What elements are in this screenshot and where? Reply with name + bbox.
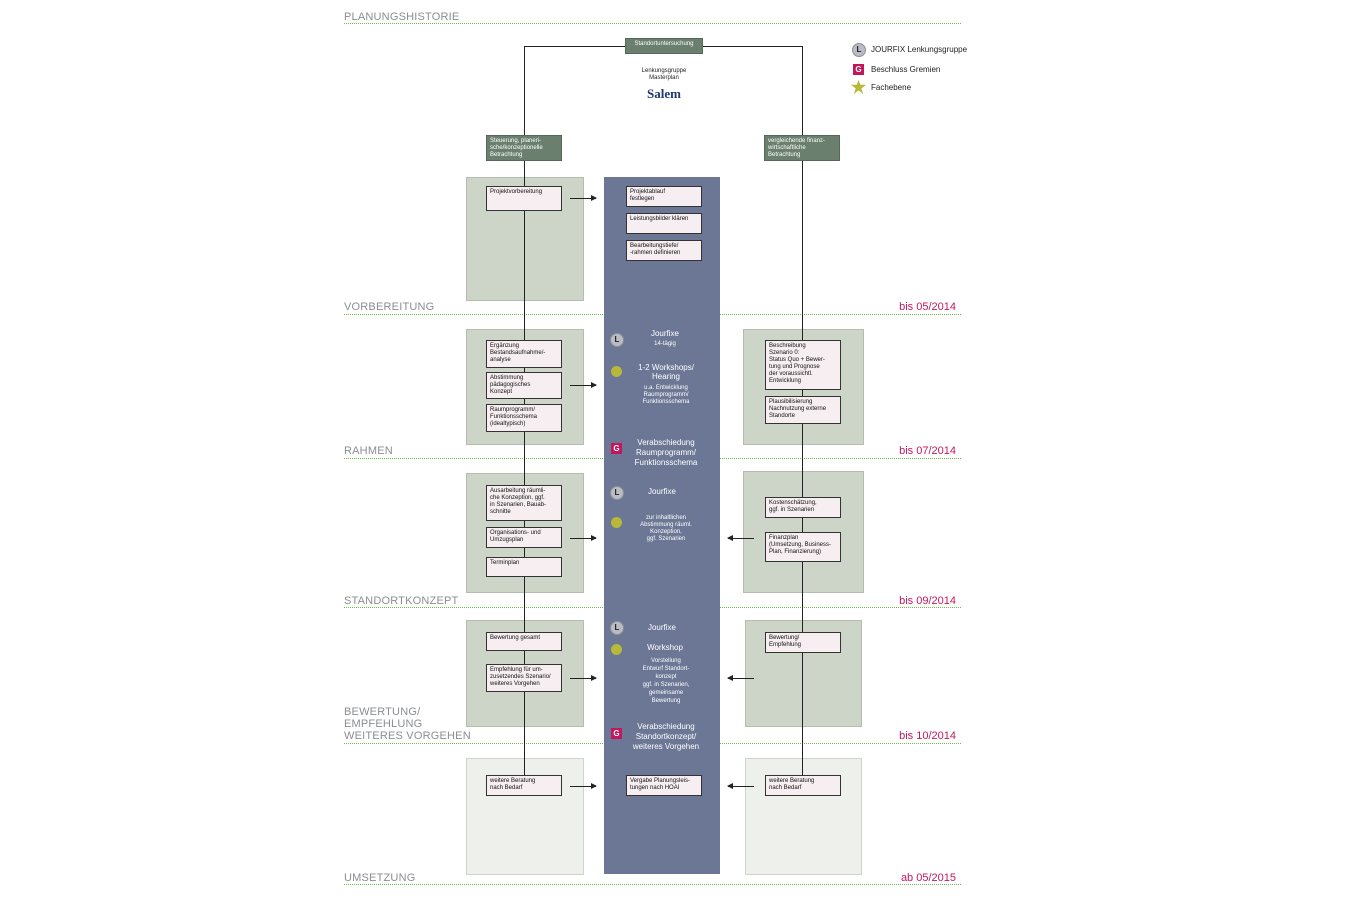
arrow-vorbereitung (570, 195, 597, 201)
salem-title: Salem (647, 86, 681, 101)
right-head-box: vergleichende finanz- wirtschaftliche Be… (764, 135, 840, 161)
jourfixe-l-icon-1: L (610, 333, 624, 347)
arrow-bewertung-right (727, 675, 754, 681)
legend-star-label: Fachebene (871, 83, 912, 92)
fachebene-dot-3 (611, 644, 622, 655)
left-box-umsetzung (466, 758, 584, 875)
box-projektvorbereitung: Projektvorbereitung (486, 186, 562, 211)
beschluss-g-icon-2: G (611, 728, 622, 739)
phase-standortkonzept: STANDORTKONZEPT (344, 595, 459, 607)
jourfixe-l-icon-2: L (610, 486, 624, 500)
legend-l-label: JOURFIX Lenkungsgruppe (871, 45, 968, 54)
vorstellung-entwurf: Vorstellung Entwurf Standort- konzept gg… (642, 658, 690, 704)
box-leistungsbilder: Leistungsbilder klären (626, 213, 702, 234)
left-top-line (524, 46, 525, 135)
phase-rahmen: RAHMEN (344, 445, 393, 457)
jourfixe-3-label: Jourfixe (647, 623, 676, 632)
box-ausarbeitung: Ausarbeitung räumli- che Konzeption, ggf… (486, 485, 562, 521)
date-bewertung: bis 10/2014 (899, 730, 956, 742)
jourfixe-1-sub: 14-tägig (654, 341, 676, 347)
workshop-label: Workshop (647, 643, 683, 652)
legend-g-label: Beschluss Gremien (871, 65, 941, 74)
phase-vorbereitung: VORBEREITUNG (344, 301, 435, 313)
workshops-sub: u.a. Entwicklung Raumprogramm/ Funktions… (642, 385, 690, 405)
right-top-line (802, 46, 803, 135)
left-head-box: Steuerung, planeri- sche/konzeptionelle … (486, 135, 562, 161)
box-plausibilisierung: Plausibilisierung Nachnutzung externe St… (765, 396, 841, 424)
center-column (604, 177, 720, 874)
standortuntersuchung-box: Standortuntersuchung (625, 38, 703, 54)
box-finanzplan: Finanzplan (Umsetzung, Business- Plan, F… (765, 532, 841, 562)
box-terminplan: Terminplan (486, 557, 562, 577)
box-bewertung-gesamt: Bewertung gesamt (486, 632, 562, 651)
box-weitere-beratung-right: weitere Beratung nach Bedarf (765, 775, 841, 796)
workshops-label: 1-2 Workshops/ Hearing (638, 363, 694, 381)
box-projektablauf: Projektablauf festlegen (626, 186, 702, 207)
phase-bewertung: BEWERTUNG/ EMPFEHLUNG WEITERES VORGEHEN (344, 706, 471, 742)
box-organisation: Organisations- und Umzugsplan (486, 527, 562, 548)
beschluss-g-icon-1: G (611, 443, 622, 454)
box-weitere-beratung-left: weitere Beratung nach Bedarf (486, 775, 562, 796)
phase-planungshistorie: PLANUNGSHISTORIE (344, 11, 460, 23)
arrow-standortkonzept-left (570, 535, 597, 541)
jourfixe-1-label: Jourfixe (650, 329, 679, 338)
legend-star-icon (851, 80, 866, 95)
fachebene-dot-1 (611, 366, 622, 377)
box-ergaenzung: Ergänzung Bestandsaufnahme/- analyse (486, 340, 562, 368)
jourfixe-l-icon-3: L (610, 621, 624, 635)
jourfixe-2-label: Jourfixe (647, 487, 676, 496)
arrow-standortkonzept-right (727, 535, 754, 541)
date-umsetzung: ab 05/2015 (900, 872, 956, 884)
date-standortkonzept: bis 09/2014 (899, 595, 956, 607)
box-empfehlung: Empfehlung für um- zusetzendes Szenario/… (486, 664, 562, 692)
date-rahmen: bis 07/2014 (899, 445, 956, 457)
left-spine-line (524, 161, 525, 795)
fachebene-dot-2 (611, 517, 622, 528)
box-beschreibung-szenario: Beschreibung Szenario 0: Status Quo + Be… (765, 340, 841, 390)
lenkungsgruppe-label: Lenkungsgruppe Masterplan (641, 68, 687, 81)
box-vergabe: Vergabe Planungsleis- tungen nach HOAI (626, 775, 702, 796)
verabschiedung-2: Verabschiedung Standortkonzept/ weiteres… (632, 722, 700, 751)
right-spine-line (802, 161, 803, 795)
box-abstimmung-paedagogik: Abstimmung pädagogisches Konzept (486, 372, 562, 399)
separator-historie (344, 23, 961, 24)
arrow-umsetzung-right (727, 783, 754, 789)
box-bearbeitungstiefe: Bearbeitungstiefe/ -rahmen definieren (626, 240, 702, 261)
arrow-umsetzung-left (570, 783, 597, 789)
legend-g-icon: G (853, 64, 864, 75)
separator-umsetzung (344, 884, 961, 885)
legend-l-icon: L (852, 43, 866, 57)
arrow-bewertung-left (570, 675, 597, 681)
abstimmung-konzeption: zur inhaltlichen Abstimmung räuml. Konze… (640, 515, 692, 542)
date-vorbereitung: bis 05/2014 (899, 301, 956, 313)
verabschiedung-1: Verabschiedung Raumprogramm/ Funktionssc… (634, 438, 698, 467)
phase-umsetzung: UMSETZUNG (344, 872, 416, 884)
arrow-rahmen-left (570, 382, 597, 388)
box-raumprogramm: Raumprogramm/ Funktionsschema (idealtypi… (486, 404, 562, 432)
box-kostenschaetzung: Kostenschätzung, ggf. in Szenarien (765, 497, 841, 518)
box-bewertung-empfehlung: Bewertung/ Empfehlung (765, 632, 841, 653)
